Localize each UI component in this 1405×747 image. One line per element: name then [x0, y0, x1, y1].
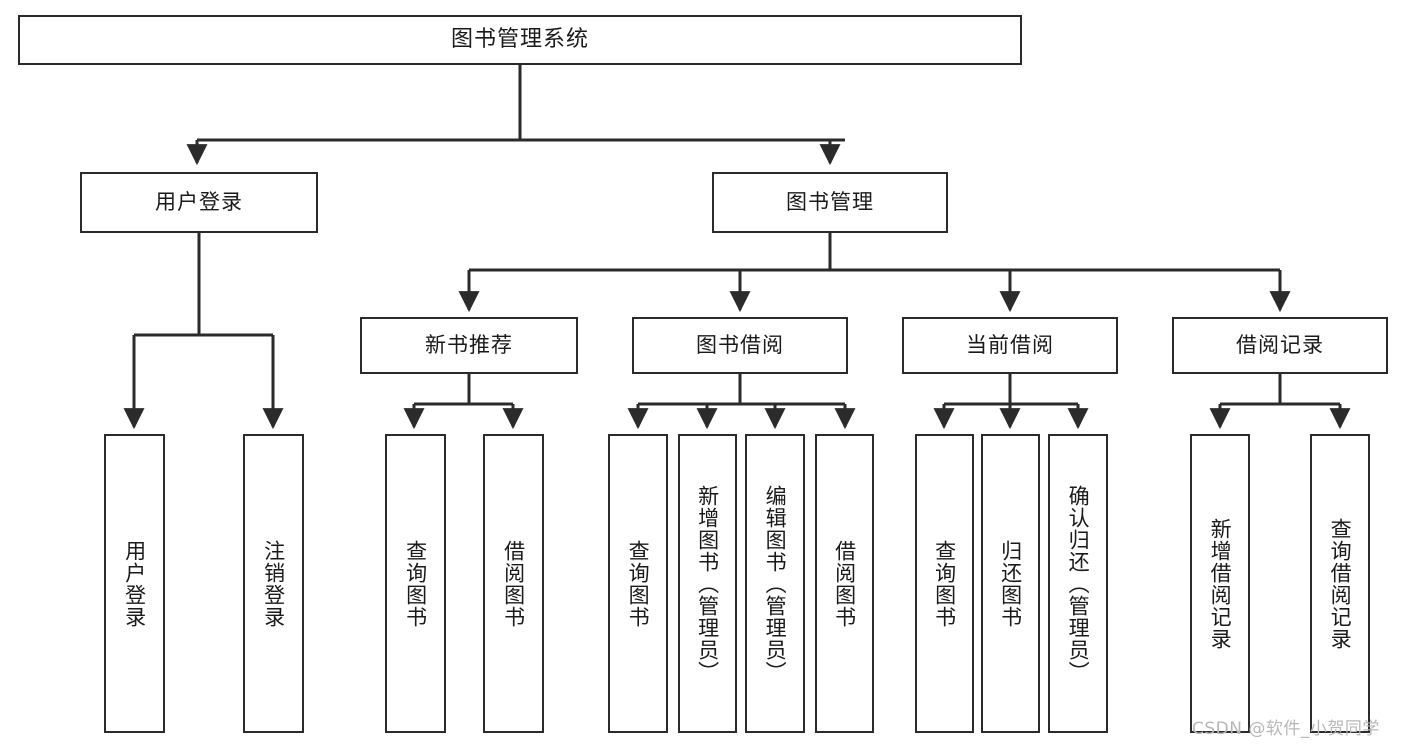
node-current-borrow[interactable]: 当前借阅 — [902, 317, 1118, 374]
leaf-add-book-admin[interactable]: 新增图书（管理员） — [678, 434, 737, 733]
watermark: CSDN @软件_小贺同学 — [1192, 719, 1380, 739]
node-root[interactable]: 图书管理系统 — [18, 15, 1022, 65]
leaf-add-borrow-record[interactable]: 新增借阅记录 — [1190, 434, 1250, 733]
node-book-management[interactable]: 图书管理 — [712, 172, 948, 233]
leaf-user-logout[interactable]: 注销登录 — [243, 434, 304, 733]
leaf-confirm-return-admin[interactable]: 确认归还（管理员） — [1048, 434, 1108, 733]
leaf-borrow-book[interactable]: 借阅图书 — [815, 434, 874, 733]
leaf-return-book[interactable]: 归还图书 — [981, 434, 1040, 733]
leaf-query-book-borrow[interactable]: 查询图书 — [608, 434, 668, 733]
leaf-query-book-current[interactable]: 查询图书 — [915, 434, 974, 733]
leaf-edit-book-admin[interactable]: 编辑图书（管理员） — [745, 434, 805, 733]
leaf-query-book-newbook[interactable]: 查询图书 — [385, 434, 446, 733]
leaf-query-borrow-record[interactable]: 查询借阅记录 — [1310, 434, 1370, 733]
node-user-login[interactable]: 用户登录 — [80, 172, 318, 233]
node-new-book-recommend[interactable]: 新书推荐 — [360, 317, 578, 374]
leaf-user-login[interactable]: 用户登录 — [104, 434, 165, 733]
node-book-borrow[interactable]: 图书借阅 — [632, 317, 848, 374]
node-borrow-record[interactable]: 借阅记录 — [1172, 317, 1388, 374]
leaf-borrow-book-newbook[interactable]: 借阅图书 — [483, 434, 544, 733]
